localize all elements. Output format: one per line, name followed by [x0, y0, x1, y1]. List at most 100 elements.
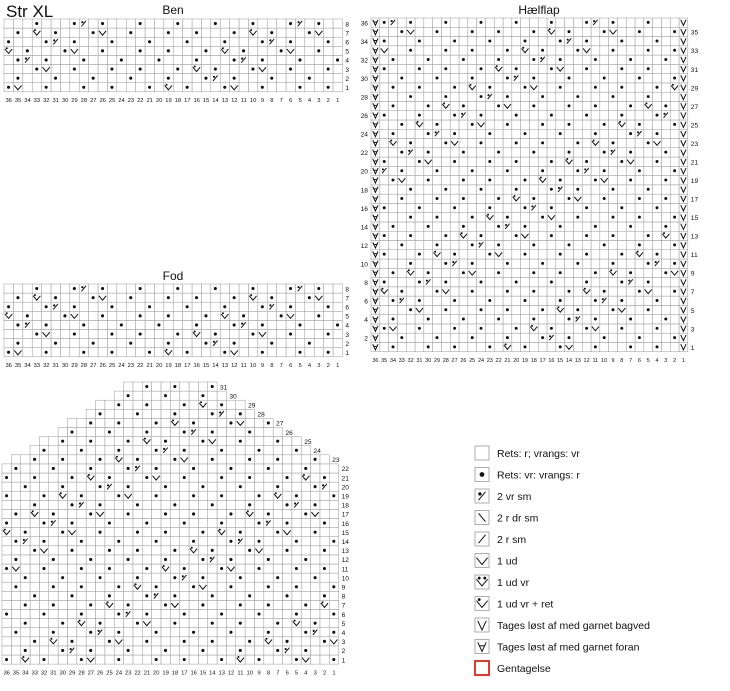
slip-mark	[680, 167, 687, 175]
slip-mark	[372, 47, 379, 55]
purl-dot	[541, 48, 545, 52]
purl-dot	[664, 271, 668, 275]
legend-label: 1 ud vr	[497, 577, 530, 589]
chart-cell	[511, 73, 521, 84]
chart-cell	[520, 101, 530, 111]
chart-cell	[564, 342, 574, 352]
chart-cell	[388, 138, 398, 149]
chart-cell	[555, 73, 565, 84]
row-number: 19	[691, 178, 699, 185]
purl-dot	[276, 485, 280, 489]
increase-mark	[264, 639, 273, 645]
p2tog-dot	[153, 593, 156, 596]
purl-dot	[16, 296, 20, 300]
chart-cell	[625, 82, 636, 93]
chart-cell	[238, 27, 249, 38]
chart-cell	[458, 119, 469, 130]
chart-cell	[449, 342, 460, 352]
row-number: 2	[342, 648, 346, 655]
chart-cell	[160, 463, 171, 474]
chart-cell	[617, 203, 627, 213]
chart-cell	[170, 490, 180, 501]
chart-cell	[617, 54, 627, 65]
chart-cell	[257, 329, 268, 339]
chart-cell	[634, 156, 645, 167]
increase-mark	[220, 313, 229, 320]
chart-cell	[332, 283, 343, 294]
chart-cell	[95, 418, 106, 428]
chart-cell	[285, 55, 296, 65]
purl-dot	[409, 141, 413, 145]
slip-mark	[372, 167, 379, 175]
chart-cell	[458, 73, 469, 84]
chart-cell	[191, 82, 202, 93]
column-number: 35	[15, 98, 21, 104]
chart-cell	[3, 64, 14, 74]
chart-cell	[254, 509, 265, 519]
chart-cell	[179, 500, 190, 510]
chart-cell	[661, 240, 671, 250]
slip-mark	[372, 288, 379, 296]
chart-cell	[285, 311, 296, 321]
column-number: 20	[153, 670, 159, 676]
chart-cell	[546, 119, 557, 130]
purl-dot	[135, 412, 139, 416]
chart-cell	[652, 268, 662, 278]
purl-dot	[91, 31, 95, 35]
chart-cell	[634, 64, 645, 74]
chart-cell	[97, 55, 108, 65]
row-number: 7	[345, 295, 349, 302]
chart-cell	[397, 101, 407, 111]
chart-cell	[257, 82, 268, 93]
chart-cell	[643, 230, 653, 241]
chart-cell	[31, 82, 42, 93]
purl-dot	[488, 39, 492, 43]
p2tog-mark	[78, 501, 85, 508]
chart-cell	[625, 230, 636, 241]
chart-cell	[266, 18, 277, 29]
chart-cell	[414, 240, 425, 250]
chart-cell	[467, 91, 477, 102]
chart-cell	[502, 240, 513, 250]
chart-cell	[151, 436, 162, 446]
chart-cell	[244, 409, 255, 419]
chart-cell	[441, 36, 451, 47]
chart-cell	[132, 636, 143, 647]
chart-cell	[310, 645, 321, 656]
column-number: 7	[280, 98, 283, 104]
chart-cell	[226, 572, 236, 583]
chart-cell	[573, 128, 583, 139]
chart-cell	[295, 283, 306, 294]
purl-dot	[276, 576, 280, 580]
chart-cell	[67, 445, 78, 456]
chart-cell	[405, 101, 416, 111]
purl-dot	[382, 113, 386, 117]
chart-cell	[76, 509, 87, 519]
chart-cell	[590, 64, 601, 74]
chart-cell	[216, 572, 227, 583]
chart-cell	[564, 203, 574, 213]
chart-cell	[370, 193, 381, 204]
chart-cell	[104, 500, 115, 510]
chart-cell	[493, 175, 504, 186]
chart-cell	[332, 82, 343, 93]
chart-cell	[564, 212, 574, 223]
chart-cell	[1, 654, 12, 665]
purl-dot	[664, 150, 668, 154]
chart-cell	[235, 554, 246, 565]
chart-cell	[300, 445, 311, 456]
chart-cell	[634, 36, 645, 47]
chart-cell	[257, 64, 268, 74]
purl-dot	[304, 466, 308, 470]
chart-cell	[20, 500, 31, 510]
chart-cell	[441, 221, 451, 232]
chart-cell	[238, 73, 249, 83]
chart-cell	[207, 600, 218, 610]
chart-cell	[493, 268, 504, 278]
chart-cell	[388, 73, 398, 84]
chart-cell	[432, 203, 442, 213]
chart-cell	[441, 268, 451, 278]
purl-dot	[409, 261, 413, 265]
chart-cell	[634, 332, 645, 343]
chart-cell	[60, 73, 71, 83]
